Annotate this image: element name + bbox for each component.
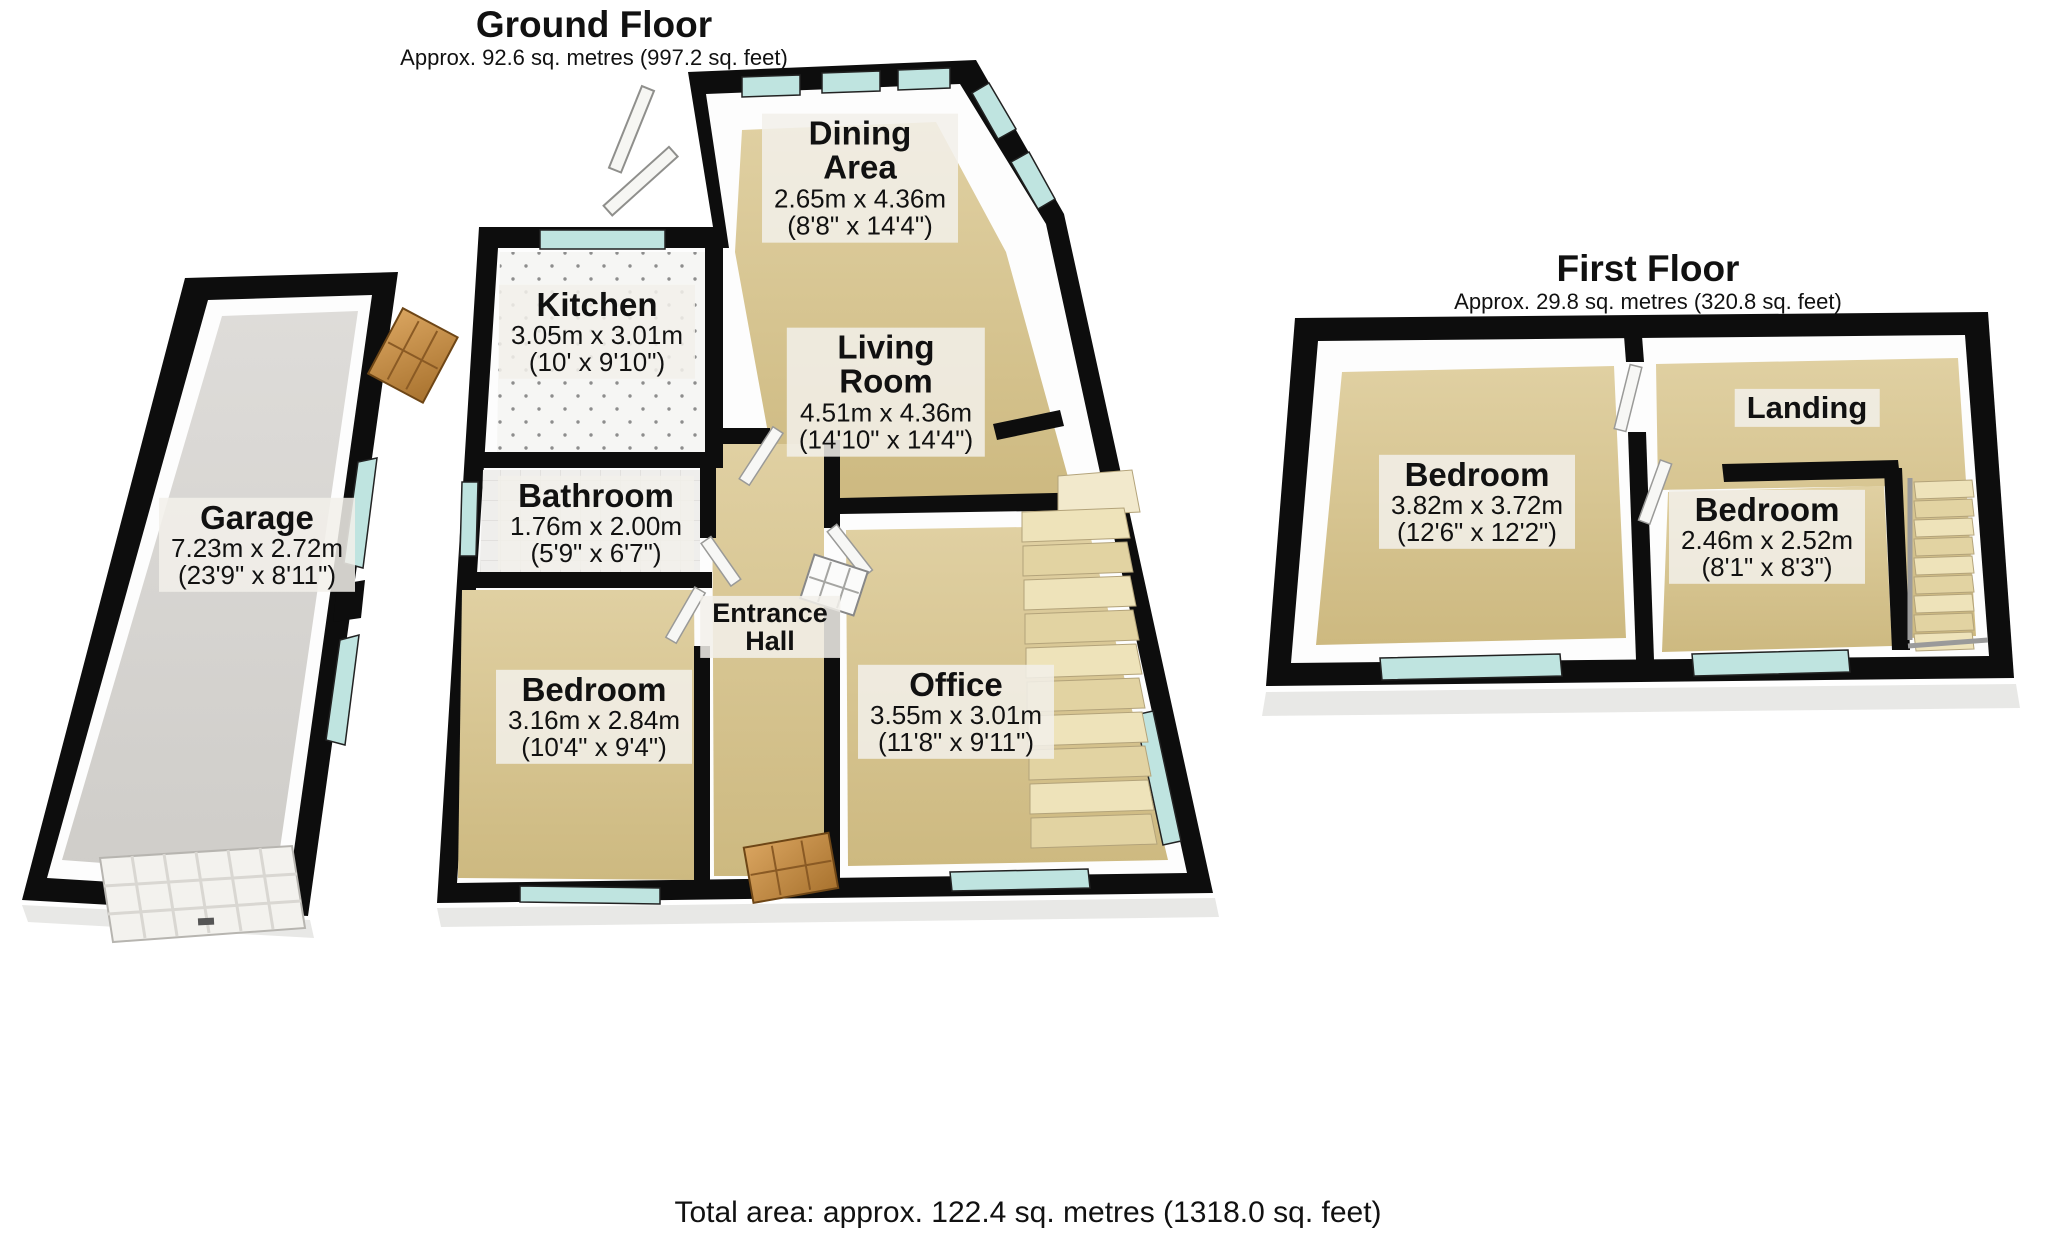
room-label-landing: Landing <box>1734 388 1880 428</box>
room-label-kitchen: Kitchen 3.05m x 3.01m (10' x 9'10") <box>499 284 695 380</box>
first-door-icons <box>1613 363 1673 526</box>
first-shadow <box>1262 684 2020 716</box>
patio-door-icons <box>602 84 680 217</box>
garage-floor <box>62 311 358 876</box>
room-label-living: Living Room 4.51m x 4.36m (14'10" x 14'4… <box>786 327 986 457</box>
first-floor-title: First Floor Approx. 29.8 sq. metres (320… <box>1454 248 1842 314</box>
front-door-icon <box>742 831 840 905</box>
first-interior-walls <box>1624 336 1910 660</box>
first-floor-plan <box>1262 312 2020 716</box>
first-windows <box>1379 649 1851 681</box>
garage-side-door-icon <box>366 306 459 405</box>
hall-floor <box>712 444 824 876</box>
ground-floor-title: Ground Floor Approx. 92.6 sq. metres (99… <box>400 4 788 70</box>
room-label-garage: Garage 7.23m x 2.72m (23'9" x 8'11") <box>159 497 355 593</box>
garage-plan <box>22 272 459 944</box>
room-label-dining: Dining Area 2.65m x 4.36m (8'8" x 14'4") <box>762 113 958 243</box>
room-label-entrance-hall: Entrance Hall <box>700 595 840 659</box>
ground-windows <box>459 67 1182 905</box>
ground-shadow <box>437 898 1219 927</box>
ground-interior-walls <box>458 248 1102 893</box>
total-area-text: Total area: approx. 122.4 sq. metres (13… <box>674 1196 1382 1229</box>
interior-door-icons <box>664 425 874 645</box>
garage-window <box>325 633 360 746</box>
room-label-bathroom: Bathroom 1.76m x 2.00m (5'9" x 6'7") <box>498 475 694 571</box>
landing-floor <box>1656 358 1976 638</box>
room-label-bedroom1-first: Bedroom 3.82m x 3.72m (12'6" x 12'2") <box>1379 454 1575 550</box>
room-label-bedroom-ground: Bedroom 3.16m x 2.84m (10'4" x 9'4") <box>496 669 692 765</box>
room-label-office: Office 3.55m x 3.01m (11'8" x 9'11") <box>858 664 1054 760</box>
ground-stairs <box>1021 469 1158 849</box>
room-label-bedroom2-first: Bedroom 2.46m x 2.52m (8'1" x 8'3") <box>1669 489 1865 585</box>
garage-door-icon <box>98 844 307 944</box>
first-stairs <box>1913 479 1975 652</box>
stair-handrail <box>1907 478 1989 649</box>
